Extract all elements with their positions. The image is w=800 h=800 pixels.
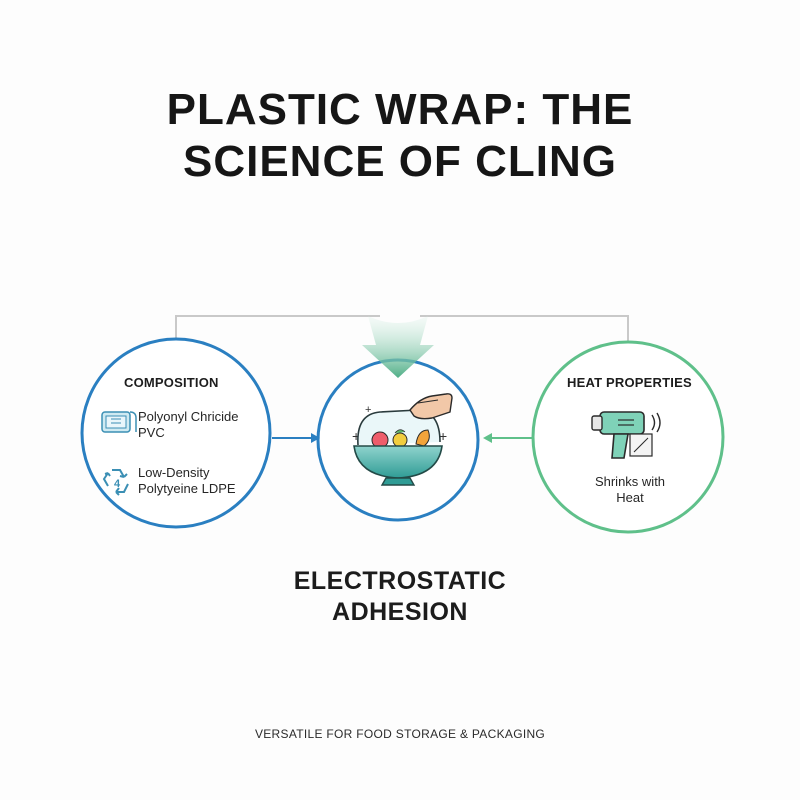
ldpe-label: Low-Density Polytyeine LDPE [138,465,236,497]
title-line-1: PLASTIC WRAP: THE [166,85,634,134]
hand-icon [409,393,453,420]
top-connector [175,315,629,346]
pvc-abbrev: PVC [138,425,165,440]
heat-desc-line-2: Heat [616,490,644,505]
pvc-name: Polyonyl Chricide [138,409,239,424]
page-title: PLASTIC WRAP: THE SCIENCE OF CLING [0,84,800,188]
footer-tagline: VERSATILE FOR FOOD STORAGE & PACKAGING [254,727,546,741]
composition-heading: COMPOSITION [124,375,219,390]
ldpe-name: Low-Density [138,465,210,480]
pvc-label: Polyonyl Chricide PVC [138,409,238,441]
down-arrow-icon [362,316,434,378]
caption-line-2: ADHESION [332,598,468,626]
bowl-with-wrap-icon: + + + [352,404,447,486]
heat-heading: HEAT PROPERTIES [567,375,692,390]
caption-line-1: ELECTROSTATIC [293,567,507,595]
svg-text:+: + [352,428,360,444]
film-roll-icon [101,411,137,433]
title-line-2: SCIENCE OF CLING [182,137,618,186]
ldpe-abbrev: Polytyeine LDPE [138,481,236,496]
recycle-number: 4 [114,478,121,490]
heat-waves-icon [651,412,661,433]
heat-gun-icon [591,411,653,459]
left-arrow [272,433,320,443]
heat-description: Shrinks with Heat [578,474,682,506]
svg-text:+: + [365,404,371,416]
svg-text:+: + [439,428,447,444]
center-caption: ELECTROSTATIC ADHESION [0,566,800,628]
right-arrow [483,433,533,443]
heat-desc-line-1: Shrinks with [594,474,666,489]
recycle-icon [102,469,129,496]
composition-circle [80,337,272,529]
